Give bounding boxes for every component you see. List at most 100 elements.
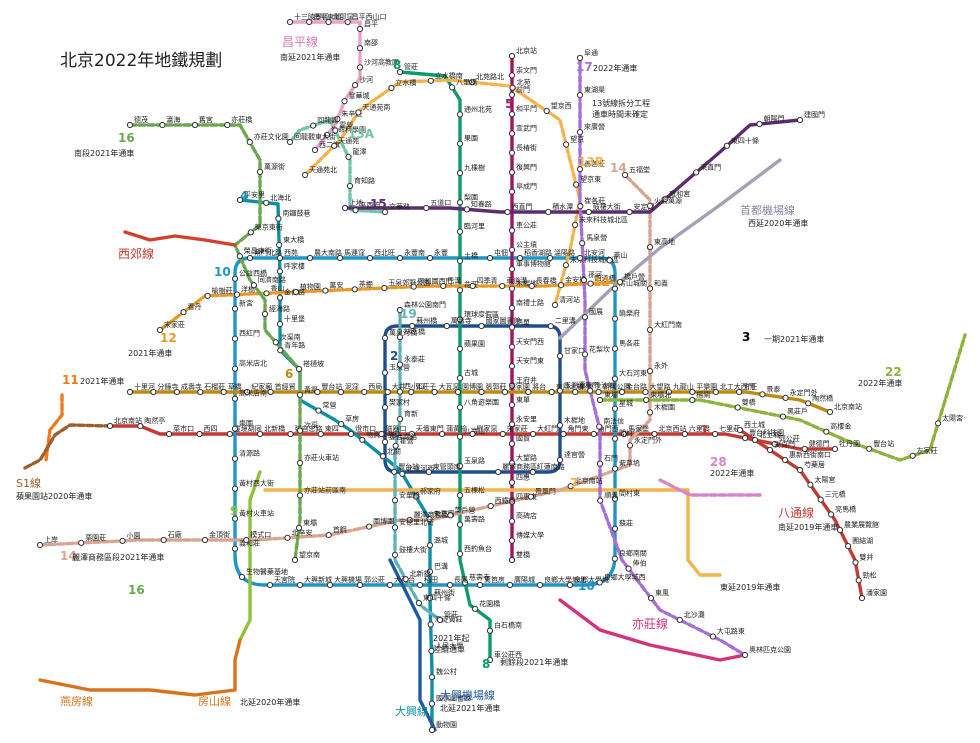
station-dot xyxy=(573,181,580,188)
station-dot xyxy=(646,202,654,209)
note-changping: 南延2021年通車 xyxy=(280,52,340,62)
station-dot xyxy=(231,425,239,432)
station-dot xyxy=(277,347,284,354)
station-label: 小園 xyxy=(127,531,141,540)
line-10 xyxy=(233,256,617,587)
station-label: 車公莊 xyxy=(516,221,537,230)
station-label: 將台 xyxy=(532,382,546,391)
station-dot xyxy=(381,208,389,216)
line-12 xyxy=(158,280,622,332)
station-dot xyxy=(224,121,231,129)
station-dot xyxy=(508,149,516,156)
station-label: 立水橋南 xyxy=(435,71,463,80)
station-dot xyxy=(504,208,511,216)
station-dot xyxy=(426,516,433,523)
station-dot xyxy=(356,64,364,71)
station-label: 平安里 xyxy=(244,190,265,199)
line-number-badge: 3 xyxy=(742,330,750,344)
station-dot xyxy=(581,351,589,358)
name-s1: S1線 xyxy=(16,476,41,490)
note-l11: 2021年通車 xyxy=(80,376,124,386)
station-label: 牡丹園 xyxy=(839,439,860,448)
station-label: 景泰 xyxy=(766,384,780,393)
station-dot xyxy=(611,405,619,412)
station-dot xyxy=(449,84,456,91)
station-dot xyxy=(384,388,391,396)
station-dot xyxy=(392,442,399,449)
station-label: 北運河西 xyxy=(406,464,434,473)
station-dot xyxy=(530,430,537,438)
station-label: 望京東 xyxy=(580,175,601,184)
station-dot xyxy=(543,107,550,115)
station-dot xyxy=(611,345,619,352)
station-label: 亦莊火車站 xyxy=(304,453,339,462)
station-label: 生物醫藥基地 xyxy=(246,567,288,576)
station-dot xyxy=(426,254,434,262)
station-label: 分鐘寺 xyxy=(157,382,178,391)
station-label: 天宮院 xyxy=(274,575,295,584)
station-label: 土橋 xyxy=(464,251,478,260)
line-14 xyxy=(38,173,652,547)
station-label: 黑莊戶 xyxy=(787,407,808,416)
station-dot xyxy=(734,404,741,411)
station-label: 左家莊 xyxy=(917,446,938,455)
station-label: 木樨地 xyxy=(564,415,585,424)
station-dot xyxy=(250,282,257,289)
station-dot xyxy=(606,257,613,264)
station-dot xyxy=(396,306,404,314)
station-dot xyxy=(196,430,203,438)
station-dot xyxy=(751,436,759,444)
station-dot xyxy=(325,532,332,539)
station-dot xyxy=(301,171,309,179)
station-dot xyxy=(580,277,588,284)
station-dot xyxy=(428,726,436,734)
station-label: 玉泉路 xyxy=(464,456,485,465)
station-dot xyxy=(469,282,476,290)
station-dot xyxy=(646,244,654,251)
station-label: 北邵窪 xyxy=(333,12,354,21)
station-dot xyxy=(478,322,485,330)
station-label: 東四十條 xyxy=(731,136,759,145)
station-label: 北沙灘 xyxy=(684,610,705,619)
station-dot xyxy=(231,545,239,552)
station-dot xyxy=(456,550,464,558)
station-dot xyxy=(545,208,552,216)
station-label: 郭公莊 xyxy=(364,575,385,584)
station-label: 軍事博物館 xyxy=(516,259,551,268)
station-dot xyxy=(173,388,180,396)
station-dot xyxy=(231,485,239,492)
note-s1: 蘋果園站2020年通車 xyxy=(16,491,92,501)
station-dot xyxy=(356,25,364,32)
station-label: 首經貿 xyxy=(275,382,296,391)
station-dot xyxy=(472,605,479,612)
station-label: 管莊 xyxy=(444,610,458,619)
station-label: 雙井 xyxy=(860,553,874,562)
station-label: 東直門 xyxy=(700,162,721,171)
station-dot xyxy=(508,401,516,408)
station-label: 北新橋 xyxy=(264,424,285,433)
station-label: 西直門 xyxy=(512,202,533,211)
station-dot xyxy=(516,254,524,262)
station-label: 農大南路 xyxy=(314,248,342,257)
station-dot xyxy=(771,440,778,448)
station-dot xyxy=(611,465,619,472)
station-dot xyxy=(595,388,602,396)
station-label: 廣陽城 xyxy=(514,575,535,584)
station-dot xyxy=(341,204,349,212)
station-label: 安定門 xyxy=(634,202,655,211)
station-label: 東夏園 xyxy=(434,509,455,518)
station-label: 成壽寺 xyxy=(181,382,202,391)
station-dot xyxy=(428,647,435,655)
name-xijiao: 西郊線 xyxy=(118,246,154,261)
station-dot xyxy=(590,430,597,438)
station-dot xyxy=(468,79,476,86)
station-dot xyxy=(495,468,502,476)
station-dot xyxy=(676,616,683,624)
station-label: 玉泉郊野公園 xyxy=(388,278,430,287)
station-label: 安德里北街 xyxy=(399,518,434,527)
station-dot xyxy=(796,466,804,474)
station-dot xyxy=(616,278,624,286)
station-dot xyxy=(852,559,859,566)
station-dot xyxy=(801,445,808,453)
